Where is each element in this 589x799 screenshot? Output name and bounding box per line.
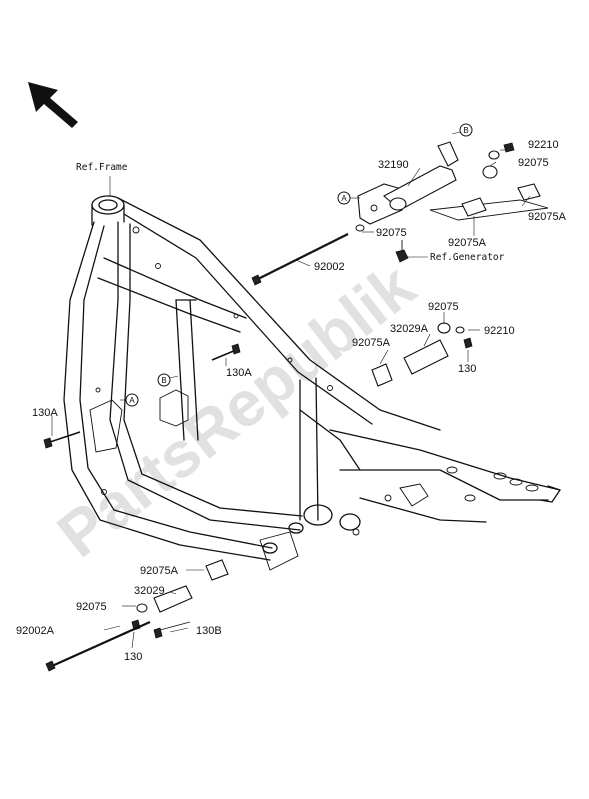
label-92002: 92002 xyxy=(314,261,345,273)
label-92075a-mid: 92075A xyxy=(448,237,487,249)
label-92210-top: 92210 xyxy=(528,139,559,151)
front-direction-arrow-icon xyxy=(28,82,78,128)
callout-a-top: A xyxy=(337,191,351,205)
label-92002a: 92002A xyxy=(16,625,55,637)
bolt-130a-mid xyxy=(211,343,241,361)
label-130a-left: 130A xyxy=(32,407,58,419)
label-32190: 32190 xyxy=(378,159,409,171)
callout-b-top-text: B xyxy=(463,126,468,135)
label-32029a: 32029A xyxy=(390,323,429,335)
label-130-bottom: 130 xyxy=(124,651,142,663)
bolt-130a-left xyxy=(43,431,81,449)
callout-a-left-text: A xyxy=(129,396,135,405)
bolt-92002 xyxy=(251,233,349,286)
bolt-92002a xyxy=(45,620,151,672)
upper-engine-mount-assembly xyxy=(355,141,549,263)
motorcycle-frame xyxy=(63,195,561,571)
label-92075-bottom: 92075 xyxy=(76,601,107,613)
callout-b-mid: B xyxy=(157,373,171,387)
leader-lines xyxy=(51,131,531,649)
label-130a-mid: 130A xyxy=(226,367,252,379)
right-engine-mount-assembly xyxy=(371,322,473,387)
label-32029: 32029 xyxy=(134,585,165,597)
callout-a-left: A xyxy=(125,393,139,407)
label-130b: 130B xyxy=(196,625,222,637)
ref-generator-label: Ref.Generator xyxy=(430,252,505,263)
callout-b-top: B xyxy=(459,123,473,137)
label-92210-right: 92210 xyxy=(484,325,515,337)
generator-mount-bolt-icon xyxy=(395,240,409,263)
label-92075a-bottom: 92075A xyxy=(140,565,179,577)
ref-frame-label: Ref.Frame xyxy=(76,162,128,173)
callout-b-mid-text: B xyxy=(161,376,166,385)
label-92075-mid: 92075 xyxy=(376,227,407,239)
callout-a-top-text: A xyxy=(341,194,347,203)
label-92075a-right: 92075A xyxy=(352,337,391,349)
label-92075a-top: 92075A xyxy=(528,211,567,223)
label-92075-right: 92075 xyxy=(428,301,459,313)
label-92075-top: 92075 xyxy=(518,157,549,169)
label-130-right: 130 xyxy=(458,363,476,375)
